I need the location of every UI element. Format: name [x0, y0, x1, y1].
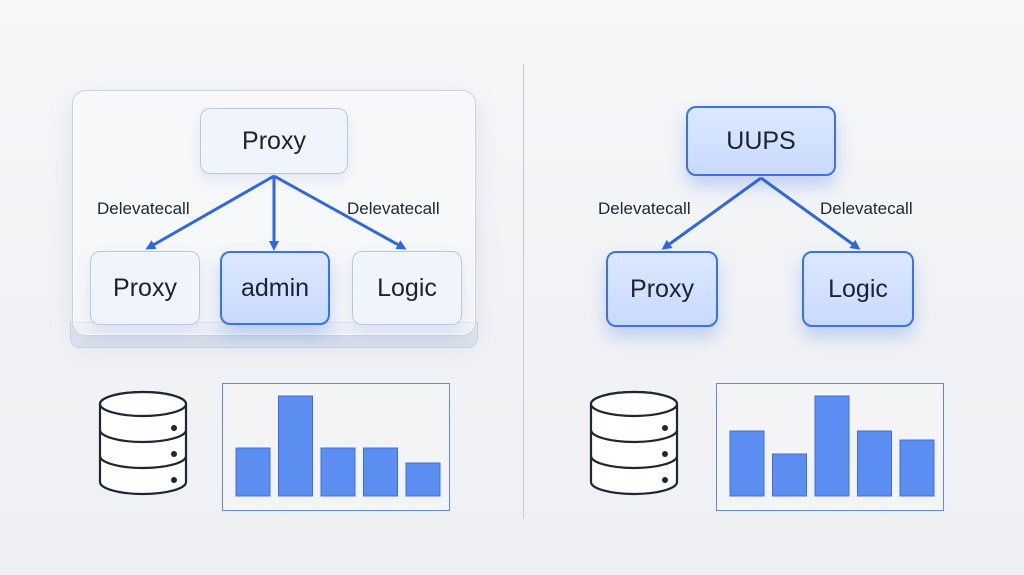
chart1-bar-3 [320, 447, 356, 497]
left-logic-box[interactable]: Logic [352, 251, 462, 325]
arrow-left-logic [273, 174, 407, 250]
right-logic-box[interactable]: Logic [802, 251, 914, 327]
left-proxy-root-box[interactable]: Proxy [200, 108, 348, 174]
left-edge-label-left: Delevatecall [97, 199, 190, 218]
chart2-bar-1 [729, 430, 765, 497]
right-proxy-box[interactable]: Proxy [606, 251, 718, 327]
arrow-right-logic [760, 176, 861, 250]
arrow-right-proxy [661, 176, 762, 250]
chart1-bar-5 [405, 462, 441, 497]
left-logic-label: Logic [377, 273, 437, 302]
database-icon [589, 390, 679, 496]
right-logic-label: Logic [828, 274, 888, 303]
right-proxy-label: Proxy [630, 274, 694, 303]
left-proxy-child-box[interactable]: Proxy [90, 251, 200, 325]
left-proxy-root-label: Proxy [242, 126, 306, 155]
chart2-bar-3 [814, 395, 850, 497]
chart2-bar-4 [857, 430, 892, 497]
chart2-bar-5 [899, 439, 935, 497]
right-uups-root-box[interactable]: UUPS [686, 106, 836, 176]
panel-divider [523, 64, 524, 519]
left-edge-label-right: Delevatecall [347, 199, 440, 218]
arrow-left-proxy [145, 174, 275, 250]
right-uups-root-label: UUPS [726, 126, 796, 155]
chart1-bar-2 [278, 395, 313, 497]
left-admin-label: admin [240, 273, 310, 302]
right-edge-label-right: Delevatecall [820, 199, 913, 218]
right-edge-label-left: Delevatecall [598, 199, 691, 218]
chart1-bar-1 [235, 447, 271, 497]
chart2-bar-2 [772, 453, 807, 497]
chart1-bar-4 [363, 447, 398, 497]
database-icon [98, 390, 188, 496]
left-admin-box[interactable]: admin [220, 251, 330, 325]
left-proxy-child-label: Proxy [113, 273, 177, 302]
